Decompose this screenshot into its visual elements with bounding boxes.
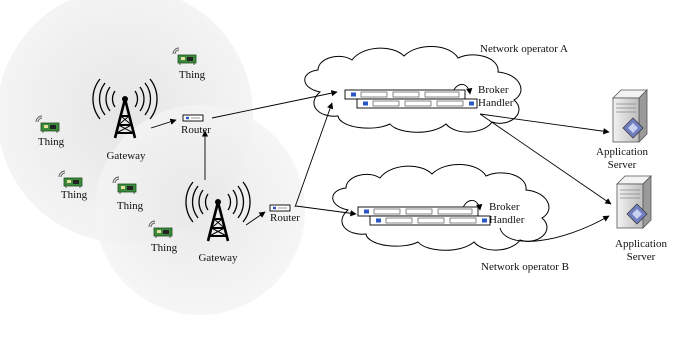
link-cloud-a-server-1 bbox=[479, 113, 610, 135]
broker-label-a: Broker bbox=[478, 84, 509, 96]
thing-label-3: Thing bbox=[60, 189, 88, 201]
application-server-2-icon bbox=[616, 175, 652, 229]
gateway-label-b: Gateway bbox=[198, 252, 238, 264]
router-label-b: Router bbox=[270, 212, 300, 224]
thing-label-1: Thing bbox=[178, 69, 206, 81]
application-server-1-icon bbox=[612, 89, 648, 143]
router-b-icon bbox=[269, 204, 291, 212]
link-gateway-b-router-b bbox=[245, 211, 266, 226]
thing-label-5: Thing bbox=[150, 242, 178, 254]
gateway-label-a: Gateway bbox=[106, 150, 146, 162]
app-server-2-label-line1: Application bbox=[615, 238, 667, 250]
thing-label-2: Thing bbox=[37, 136, 65, 148]
handler-label-a: Handler bbox=[478, 97, 514, 109]
broker-rack-b-icon bbox=[357, 206, 491, 226]
app-server-1-label-line1: Application bbox=[596, 146, 648, 158]
handler-label-b: Handler bbox=[489, 214, 525, 226]
link-router-b-cloud-a bbox=[294, 102, 334, 208]
link-cloud-b-server-2 bbox=[499, 215, 610, 242]
link-cloud-a-server-2 bbox=[479, 113, 612, 205]
broker-label-b: Broker bbox=[489, 201, 520, 213]
router-label-a: Router bbox=[181, 124, 211, 136]
operator-a-label: Network operator A bbox=[480, 43, 568, 55]
app-server-2-label-line2: Server bbox=[626, 251, 656, 263]
link-router-a-cloud-a bbox=[211, 90, 338, 119]
link-router-b-cloud-b bbox=[295, 205, 357, 217]
app-server-1-label-line2: Server bbox=[607, 159, 637, 171]
thing-label-4: Thing bbox=[116, 200, 144, 212]
operator-b-label: Network operator B bbox=[481, 261, 569, 273]
broker-rack-a-icon bbox=[344, 89, 478, 109]
router-a-icon bbox=[182, 114, 204, 122]
link-gateway-a-router-a bbox=[150, 118, 177, 129]
operator-a-cloud bbox=[304, 45, 522, 133]
